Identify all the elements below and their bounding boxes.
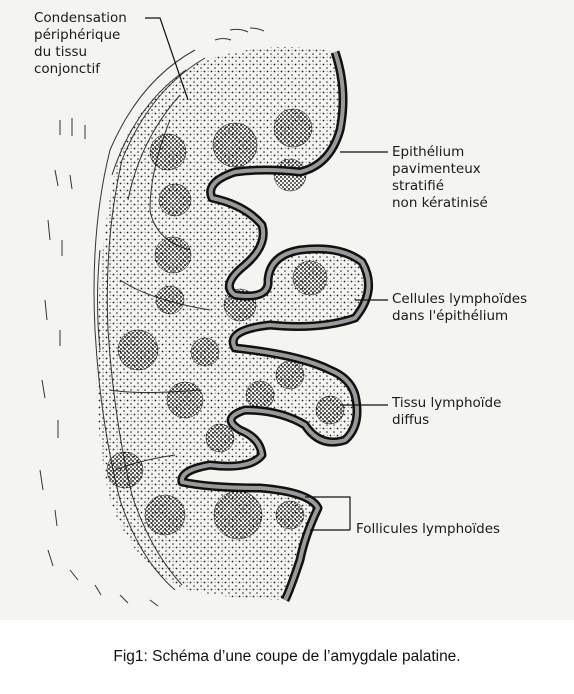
label-cellules-lymphoides: Cellules lymphoïdes dans l'épithélium: [392, 291, 528, 324]
figure-caption: Fig1: Schéma d’une coupe de l’amygdale p…: [113, 648, 461, 665]
epithelium-inner: [179, 51, 371, 601]
lymphoid-tissue: [96, 46, 369, 601]
leader-lines: [145, 17, 388, 531]
label-epithelium: Epithélium pavimenteux stratifié non kér…: [392, 144, 488, 211]
label-condensation: Condensation périphérique du tissu conjo…: [34, 10, 127, 77]
label-follicules: Follicules lymphoïdes: [356, 521, 501, 537]
tonsil-diagram: [39, 17, 388, 607]
label-tissu-lymphoide: Tissu lymphoïde diffus: [392, 395, 502, 428]
